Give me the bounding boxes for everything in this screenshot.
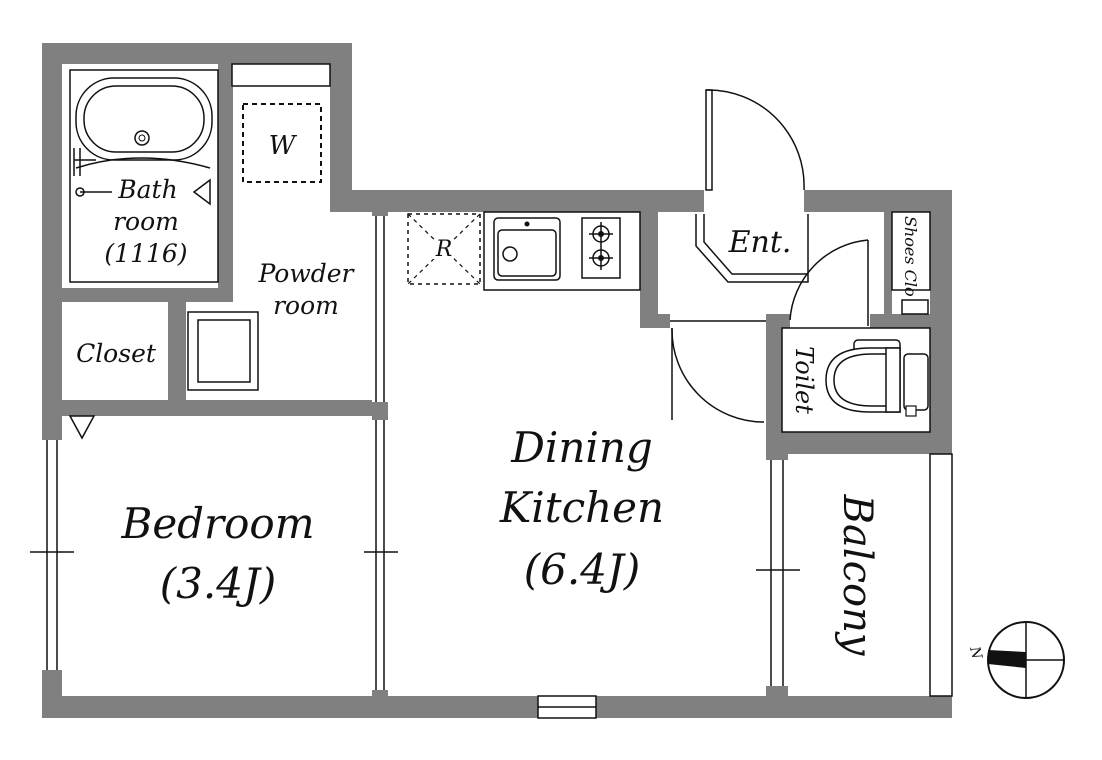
bedroom-window (42, 440, 62, 670)
bath-top-window (231, 63, 331, 87)
bath-curtain-line (75, 157, 211, 169)
powder-label-1: Powder (257, 259, 355, 288)
wall-toilet-bottom (766, 432, 930, 454)
entry-label: Ent. (728, 225, 792, 260)
bedroom-label-1: Bedroom (120, 499, 314, 548)
entry-door-swing (705, 89, 805, 191)
dk-label-1: Dining (510, 423, 653, 472)
wall-bath-bottom (62, 288, 233, 302)
entry-door-gap (704, 188, 804, 214)
bath-label-1: Bath (117, 175, 177, 204)
bath-label-3: (1116) (104, 239, 187, 268)
entry-door-leaf (705, 89, 713, 191)
north-label: N (966, 644, 985, 662)
bath-door-marker (192, 178, 211, 206)
fridge-space (407, 213, 481, 285)
bath-label-2: room (113, 207, 179, 236)
toilet-tank (903, 353, 929, 411)
shoes-label: Shoes Clo (901, 216, 920, 297)
dk-door-swing (671, 327, 765, 423)
entry-step (695, 214, 809, 283)
bedroom-label-2: (3.4J) (160, 559, 276, 608)
wall-closet-bottom (62, 400, 186, 416)
wall-toilet-left (766, 314, 782, 454)
powder-label-2: room (273, 291, 339, 320)
fridge-label: R (435, 237, 453, 262)
washer-space (242, 103, 322, 183)
closet-label: Closet (76, 339, 157, 368)
shoes-closet (891, 211, 931, 291)
balcony-label: Balcony (834, 494, 880, 657)
toilet-label: Toilet (790, 346, 818, 414)
closet-door-marker (68, 415, 96, 440)
wall-powder-bottom (186, 400, 386, 416)
compass-icon: N (966, 621, 1065, 699)
balcony-slab (929, 453, 953, 697)
wall-shoes-left (884, 212, 892, 314)
toilet-door-gap (790, 310, 870, 328)
washer-label: W (269, 131, 298, 161)
wall-closet-right (168, 302, 186, 414)
balcony-door-gap (766, 460, 788, 686)
toilet-bowl (825, 347, 901, 413)
wall-entry-box (640, 212, 658, 328)
dk-label-2: Kitchen (499, 483, 664, 532)
toilet-door-swing (789, 239, 869, 321)
wall-bath-powder (218, 64, 233, 296)
dk-label-3: (6.4J) (524, 545, 640, 594)
powder-door-gap (372, 216, 388, 402)
bed-dk-door-gap (372, 420, 388, 690)
